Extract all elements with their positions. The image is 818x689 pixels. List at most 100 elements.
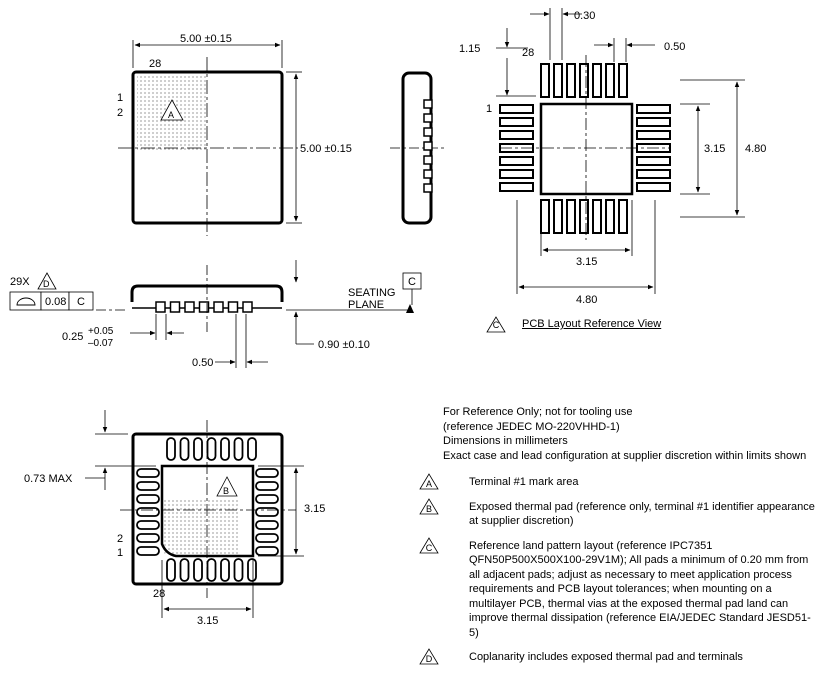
pcb-pad	[566, 199, 576, 234]
bottom-lead	[166, 437, 176, 461]
bottom-lead	[255, 507, 279, 517]
side-lead	[227, 301, 239, 313]
side-height-dim: 0.90 ±0.10	[318, 339, 370, 351]
pcb-pad	[579, 63, 589, 98]
note-line-2: (reference JEDEC MO-220VHHD-1)	[443, 420, 620, 433]
side-lead	[423, 141, 433, 151]
bottom-lead	[193, 437, 203, 461]
bottom-lead	[179, 558, 190, 582]
bottom-lead	[255, 494, 279, 504]
side-lead	[242, 301, 253, 313]
seating-plane-line1: SEATING	[348, 287, 395, 299]
note-line-4: Exact case and lead configuration at sup…	[443, 449, 807, 462]
side-lead	[155, 301, 166, 313]
pcb-pad	[618, 199, 628, 234]
pcb-pad	[566, 63, 576, 98]
pcb-pad	[499, 117, 534, 127]
bottom-view: B 0.73 MAX 3.15 3.15 2 1 28	[24, 410, 325, 627]
pcb-pad	[636, 169, 671, 179]
bottom-marker-b: B	[223, 486, 229, 496]
pcb-pad	[579, 199, 589, 234]
bottom-view-body	[131, 432, 284, 586]
lead-width-minus: –0.07	[88, 338, 113, 349]
note-d: D Coplanarity includes exposed thermal p…	[419, 648, 815, 665]
pcb-pad	[605, 63, 615, 98]
side-lead	[423, 155, 433, 165]
pcb-pad	[636, 104, 671, 114]
top-marker-a: A	[168, 110, 174, 120]
note-a: A Terminal #1 mark area	[419, 473, 815, 490]
side-lead	[184, 301, 195, 313]
seating-plane-line2: PLANE	[348, 299, 384, 311]
bottom-lead	[136, 533, 160, 543]
bottom-lead	[136, 507, 160, 517]
bottom-lead	[136, 520, 160, 530]
triangle-a-icon: A	[419, 473, 439, 490]
pcb-pad-length: 1.15	[459, 43, 480, 55]
top-pin-1: 1	[117, 92, 123, 104]
pcb-pad	[540, 199, 550, 234]
pcb-pad	[636, 182, 671, 192]
notes-block: For Reference Only; not for tooling use …	[419, 405, 815, 665]
side-lead	[423, 99, 433, 109]
side-lead	[213, 301, 224, 313]
side-lead	[169, 301, 181, 313]
side-lead	[423, 169, 433, 179]
side-pitch-dim: 0.50	[192, 357, 213, 369]
bottom-lead	[255, 520, 279, 530]
note-line-1: For Reference Only; not for tooling use	[443, 406, 633, 418]
bottom-lead	[136, 468, 160, 478]
pcb-pad	[499, 156, 534, 166]
bottom-lead	[136, 546, 160, 556]
bottom-lead	[255, 468, 279, 478]
bottom-thermal-pad	[160, 464, 255, 558]
pcb-pad	[499, 182, 534, 192]
top-width-dim: 5.00 ±0.15	[180, 33, 232, 45]
flatness-value: 0.08	[45, 296, 66, 308]
note-a-text: Terminal #1 mark area	[469, 476, 579, 488]
pcb-pad	[605, 199, 615, 234]
pcb-pad	[636, 130, 671, 140]
triangle-c-icon: C	[486, 316, 506, 333]
note-c-text: Reference land pattern layout (reference…	[469, 539, 811, 639]
side-lead	[423, 183, 433, 193]
tolerance-count: 29X	[10, 276, 30, 288]
top-view-body	[131, 70, 284, 225]
bottom-lead	[193, 558, 203, 582]
marker-a-icon	[160, 99, 184, 121]
triangle-c-icon: C	[419, 536, 439, 554]
pcb-pad	[636, 156, 671, 166]
pcb-overall-width: 4.80	[576, 294, 597, 306]
side-view-right	[390, 71, 445, 225]
bottom-lead	[247, 558, 257, 582]
pcb-caption-text: PCB Layout Reference View	[522, 318, 662, 330]
marker-d: D	[43, 279, 50, 289]
bottom-lead	[136, 494, 160, 504]
bottom-pin-28: 28	[153, 588, 165, 600]
bottom-lead	[206, 437, 217, 461]
top-view: 5.00 ±0.15 5.00 ±0.15 28 1 2 A	[117, 33, 359, 236]
pcb-overall-height: 4.80	[745, 143, 766, 155]
pcb-pad	[499, 104, 534, 114]
pcb-thermal-width: 3.15	[576, 256, 597, 268]
top-pin-28: 28	[149, 58, 161, 70]
pcb-caption: C PCB Layout Reference View	[486, 316, 662, 333]
triangle-b-icon: B	[419, 497, 439, 515]
pcb-pad	[499, 130, 534, 140]
lead-width-nominal: 0.25	[62, 331, 83, 343]
pcb-pad	[553, 199, 563, 234]
bottom-lead	[247, 437, 257, 461]
pcb-layout-view: 0.30 1.15 28 0.50 1 3.15 4.80 3.15	[459, 8, 769, 306]
bottom-lead	[220, 437, 230, 461]
side-lead	[423, 127, 433, 137]
bottom-lead	[255, 533, 279, 543]
pcb-pad	[540, 63, 550, 98]
datum-c-box: C	[408, 276, 416, 288]
bottom-pin-1: 1	[117, 547, 123, 559]
pcb-pin-28: 28	[522, 47, 534, 59]
pcb-thermal-pad	[539, 102, 634, 196]
bottom-max-height: 0.73 MAX	[24, 473, 73, 485]
note-line-3: Dimensions in millimeters	[443, 435, 568, 447]
pcb-pitch: 0.50	[664, 41, 685, 53]
bottom-lead	[179, 437, 190, 461]
